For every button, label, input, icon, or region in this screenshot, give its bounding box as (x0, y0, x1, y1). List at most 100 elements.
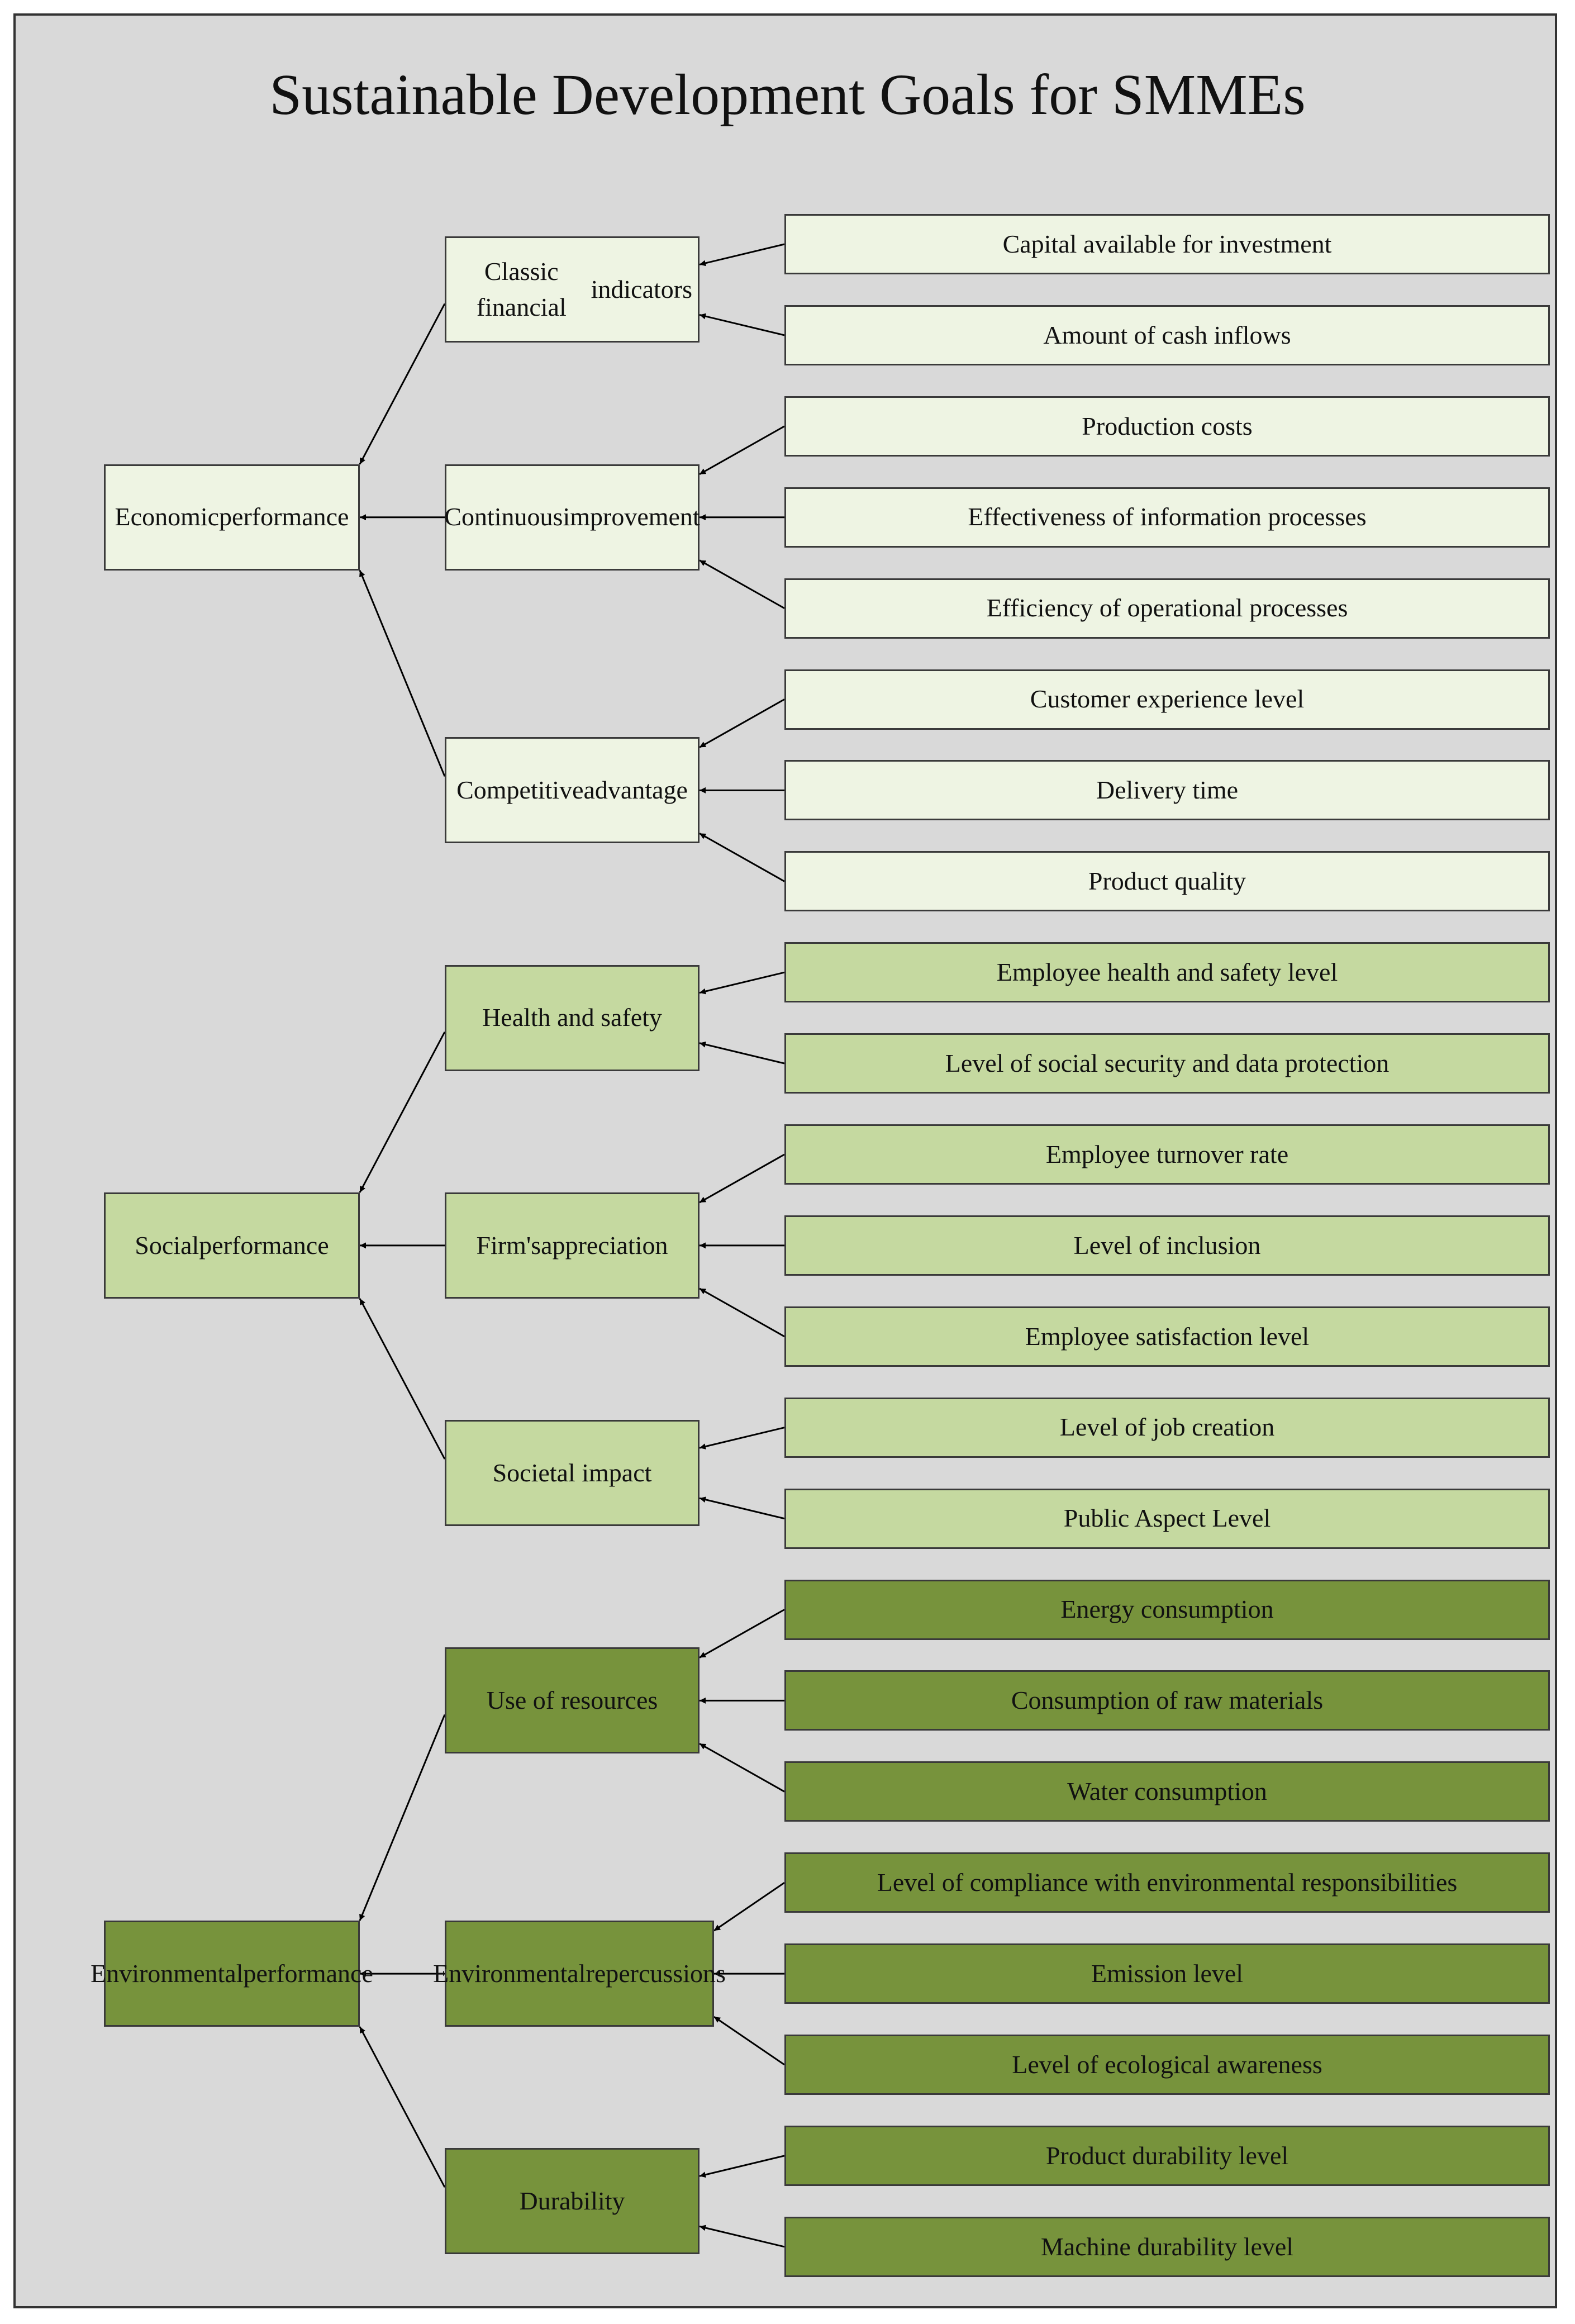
pillar-social-performance-label-line-1: Social (135, 1230, 199, 1260)
arrow-level-of-job-creation-to-societal-impact (699, 1427, 785, 1449)
arrow-public-aspect-level-to-societal-impact (699, 1496, 785, 1520)
indicator-energy-consumption-label: Energy consumption (1060, 1595, 1274, 1624)
indicator-efficiency-of-operational-processes: Efficiency of operational processes (784, 578, 1550, 639)
arrow-level-of-compliance-with-environmental-responsibilities-to-environmental-repercussions (713, 1881, 785, 1932)
diagram-title: Sustainable Development Goals for SMMEs (269, 63, 1306, 127)
indicator-machine-durability-level-label: Machine durability level (1040, 2232, 1294, 2261)
indicator-amount-of-cash-inflows: Amount of cash inflows (784, 305, 1550, 365)
category-durability: Durability (445, 2148, 700, 2255)
category-health-and-safety-label: Health and safety (482, 1003, 662, 1032)
indicator-product-durability-level: Product durability level (784, 2125, 1550, 2186)
category-societal-impact-label: Societal impact (492, 1458, 652, 1487)
arrow-classic-financial-indicators-to-pillar (359, 303, 446, 465)
category-use-of-resources: Use of resources (445, 1647, 700, 1754)
arrow-employee-health-and-safety-level-to-health-and-safety (699, 971, 785, 995)
indicator-employee-health-and-safety-level-label: Employee health and safety level (996, 957, 1338, 986)
arrow-machine-durability-level-to-durability (699, 2225, 785, 2248)
category-continuous-improvement-label-line-1: Continuous (444, 502, 563, 531)
category-firm-s-appreciation-label-line-1: Firm's (476, 1230, 541, 1260)
indicator-public-aspect-level: Public Aspect Level (784, 1488, 1550, 1549)
indicator-employee-turnover-rate-label: Employee turnover rate (1045, 1139, 1289, 1168)
category-competitive-advantage-label-line-2: advantage (583, 776, 688, 805)
arrow-societal-impact-to-pillar (359, 1298, 446, 1460)
arrow-durability-to-pillar (359, 2026, 446, 2188)
indicator-product-quality: Product quality (784, 851, 1550, 912)
indicator-emission-level-label: Emission level (1091, 1959, 1244, 1988)
indicator-capital-available-for-investment-label: Capital available for investment (1002, 229, 1332, 258)
indicator-level-of-inclusion: Level of inclusion (784, 1215, 1550, 1276)
indicator-level-of-social-security-and-data-protection: Level of social security and data protec… (784, 1033, 1550, 1094)
indicator-capital-available-for-investment: Capital available for investment (784, 214, 1550, 274)
indicator-machine-durability-level: Machine durability level (784, 2216, 1550, 2277)
pillar-environmental-performance-label-line-1: Environmental (91, 1959, 244, 1988)
indicator-public-aspect-level-label: Public Aspect Level (1063, 1504, 1271, 1533)
arrow-use-of-resources-to-pillar (359, 1714, 446, 1921)
category-environmental-repercussions-label-line-2: repercussions (586, 1959, 726, 1988)
category-classic-financial-indicators-label-line-1: Classic financial (476, 257, 567, 322)
arrow-customer-experience-level-to-competitive-advantage (699, 698, 785, 748)
indicator-efficiency-of-operational-processes-label: Efficiency of operational processes (986, 593, 1348, 622)
indicator-level-of-ecological-awareness: Level of ecological awareness (784, 2035, 1550, 2095)
indicator-level-of-job-creation-label: Level of job creation (1059, 1413, 1275, 1442)
indicator-level-of-compliance-with-environmental-responsibilities: Level of compliance with environmental r… (784, 1852, 1550, 1913)
indicator-employee-turnover-rate: Employee turnover rate (784, 1124, 1550, 1185)
category-classic-financial-indicators-label-line-2: indicators (591, 275, 692, 304)
arrow-efficiency-of-operational-processes-to-continuous-improvement (699, 559, 785, 609)
indicator-production-costs-label: Production costs (1082, 411, 1253, 440)
indicator-effectiveness-of-information-processes-label: Effectiveness of information processes (968, 502, 1367, 531)
arrow-amount-of-cash-inflows-to-classic-financial-indicators (699, 313, 785, 336)
arrow-production-costs-to-continuous-improvement (699, 425, 785, 476)
arrow-employee-turnover-rate-to-firm-s-appreciation (699, 1153, 785, 1204)
arrow-health-and-safety-to-pillar (359, 1031, 446, 1193)
indicator-emission-level: Emission level (784, 1943, 1550, 2004)
indicator-production-costs: Production costs (784, 396, 1550, 457)
indicator-level-of-job-creation: Level of job creation (784, 1397, 1550, 1458)
indicator-water-consumption-label: Water consumption (1067, 1777, 1267, 1806)
indicator-employee-satisfaction-level: Employee satisfaction level (784, 1306, 1550, 1367)
arrow-product-quality-to-competitive-advantage (699, 833, 785, 882)
arrow-level-of-social-security-and-data-protection-to-health-and-safety (699, 1041, 785, 1064)
arrow-level-of-ecological-awareness-to-environmental-repercussions (713, 2016, 785, 2066)
pillar-economic-performance-label-line-1: Economic (115, 502, 220, 531)
pillar-environmental-performance-label-line-2: performance (243, 1959, 373, 1988)
indicator-employee-satisfaction-level-label: Employee satisfaction level (1025, 1322, 1310, 1351)
indicator-level-of-social-security-and-data-protection-label: Level of social security and data protec… (945, 1048, 1390, 1077)
pillar-social-performance-label-line-2: performance (199, 1230, 329, 1260)
arrow-competitive-advantage-to-pillar (359, 570, 446, 777)
arrow-employee-satisfaction-level-to-firm-s-appreciation (699, 1287, 785, 1338)
indicator-consumption-of-raw-materials-label: Consumption of raw materials (1011, 1686, 1324, 1715)
category-societal-impact: Societal impact (445, 1420, 700, 1527)
arrow-capital-available-for-investment-to-classic-financial-indicators (699, 243, 785, 267)
category-firm-s-appreciation-label-line-2: appreciation (541, 1230, 668, 1260)
arrow-water-consumption-to-use-of-resources (699, 1743, 785, 1793)
indicator-product-durability-level-label: Product durability level (1045, 2141, 1289, 2170)
indicator-water-consumption: Water consumption (784, 1761, 1550, 1822)
indicator-consumption-of-raw-materials: Consumption of raw materials (784, 1670, 1550, 1731)
category-durability-label: Durability (519, 2187, 625, 2216)
category-environmental-repercussions-label-line-1: Environmental (433, 1959, 586, 1988)
indicator-delivery-time: Delivery time (784, 760, 1550, 821)
arrow-product-durability-level-to-durability (699, 2155, 785, 2178)
category-classic-financial-indicators: Classic financial indicators (445, 236, 700, 343)
category-use-of-resources-label: Use of resources (486, 1686, 658, 1715)
category-continuous-improvement-label-line-2: improvement (563, 502, 700, 531)
indicator-energy-consumption: Energy consumption (784, 1579, 1550, 1640)
category-health-and-safety: Health and safety (445, 964, 700, 1071)
indicator-delivery-time-label: Delivery time (1096, 776, 1239, 805)
indicator-amount-of-cash-inflows-label: Amount of cash inflows (1043, 320, 1291, 349)
indicator-level-of-ecological-awareness-label: Level of ecological awareness (1012, 2050, 1322, 2079)
arrow-energy-consumption-to-use-of-resources (699, 1609, 785, 1658)
indicator-customer-experience-level: Customer experience level (784, 669, 1550, 730)
indicator-employee-health-and-safety-level: Employee health and safety level (784, 942, 1550, 1003)
category-competitive-advantage-label-line-1: Competitive (456, 776, 584, 805)
indicator-level-of-compliance-with-environmental-responsibilities-label: Level of compliance with environmental r… (877, 1867, 1458, 1897)
indicator-effectiveness-of-information-processes: Effectiveness of information processes (784, 487, 1550, 548)
